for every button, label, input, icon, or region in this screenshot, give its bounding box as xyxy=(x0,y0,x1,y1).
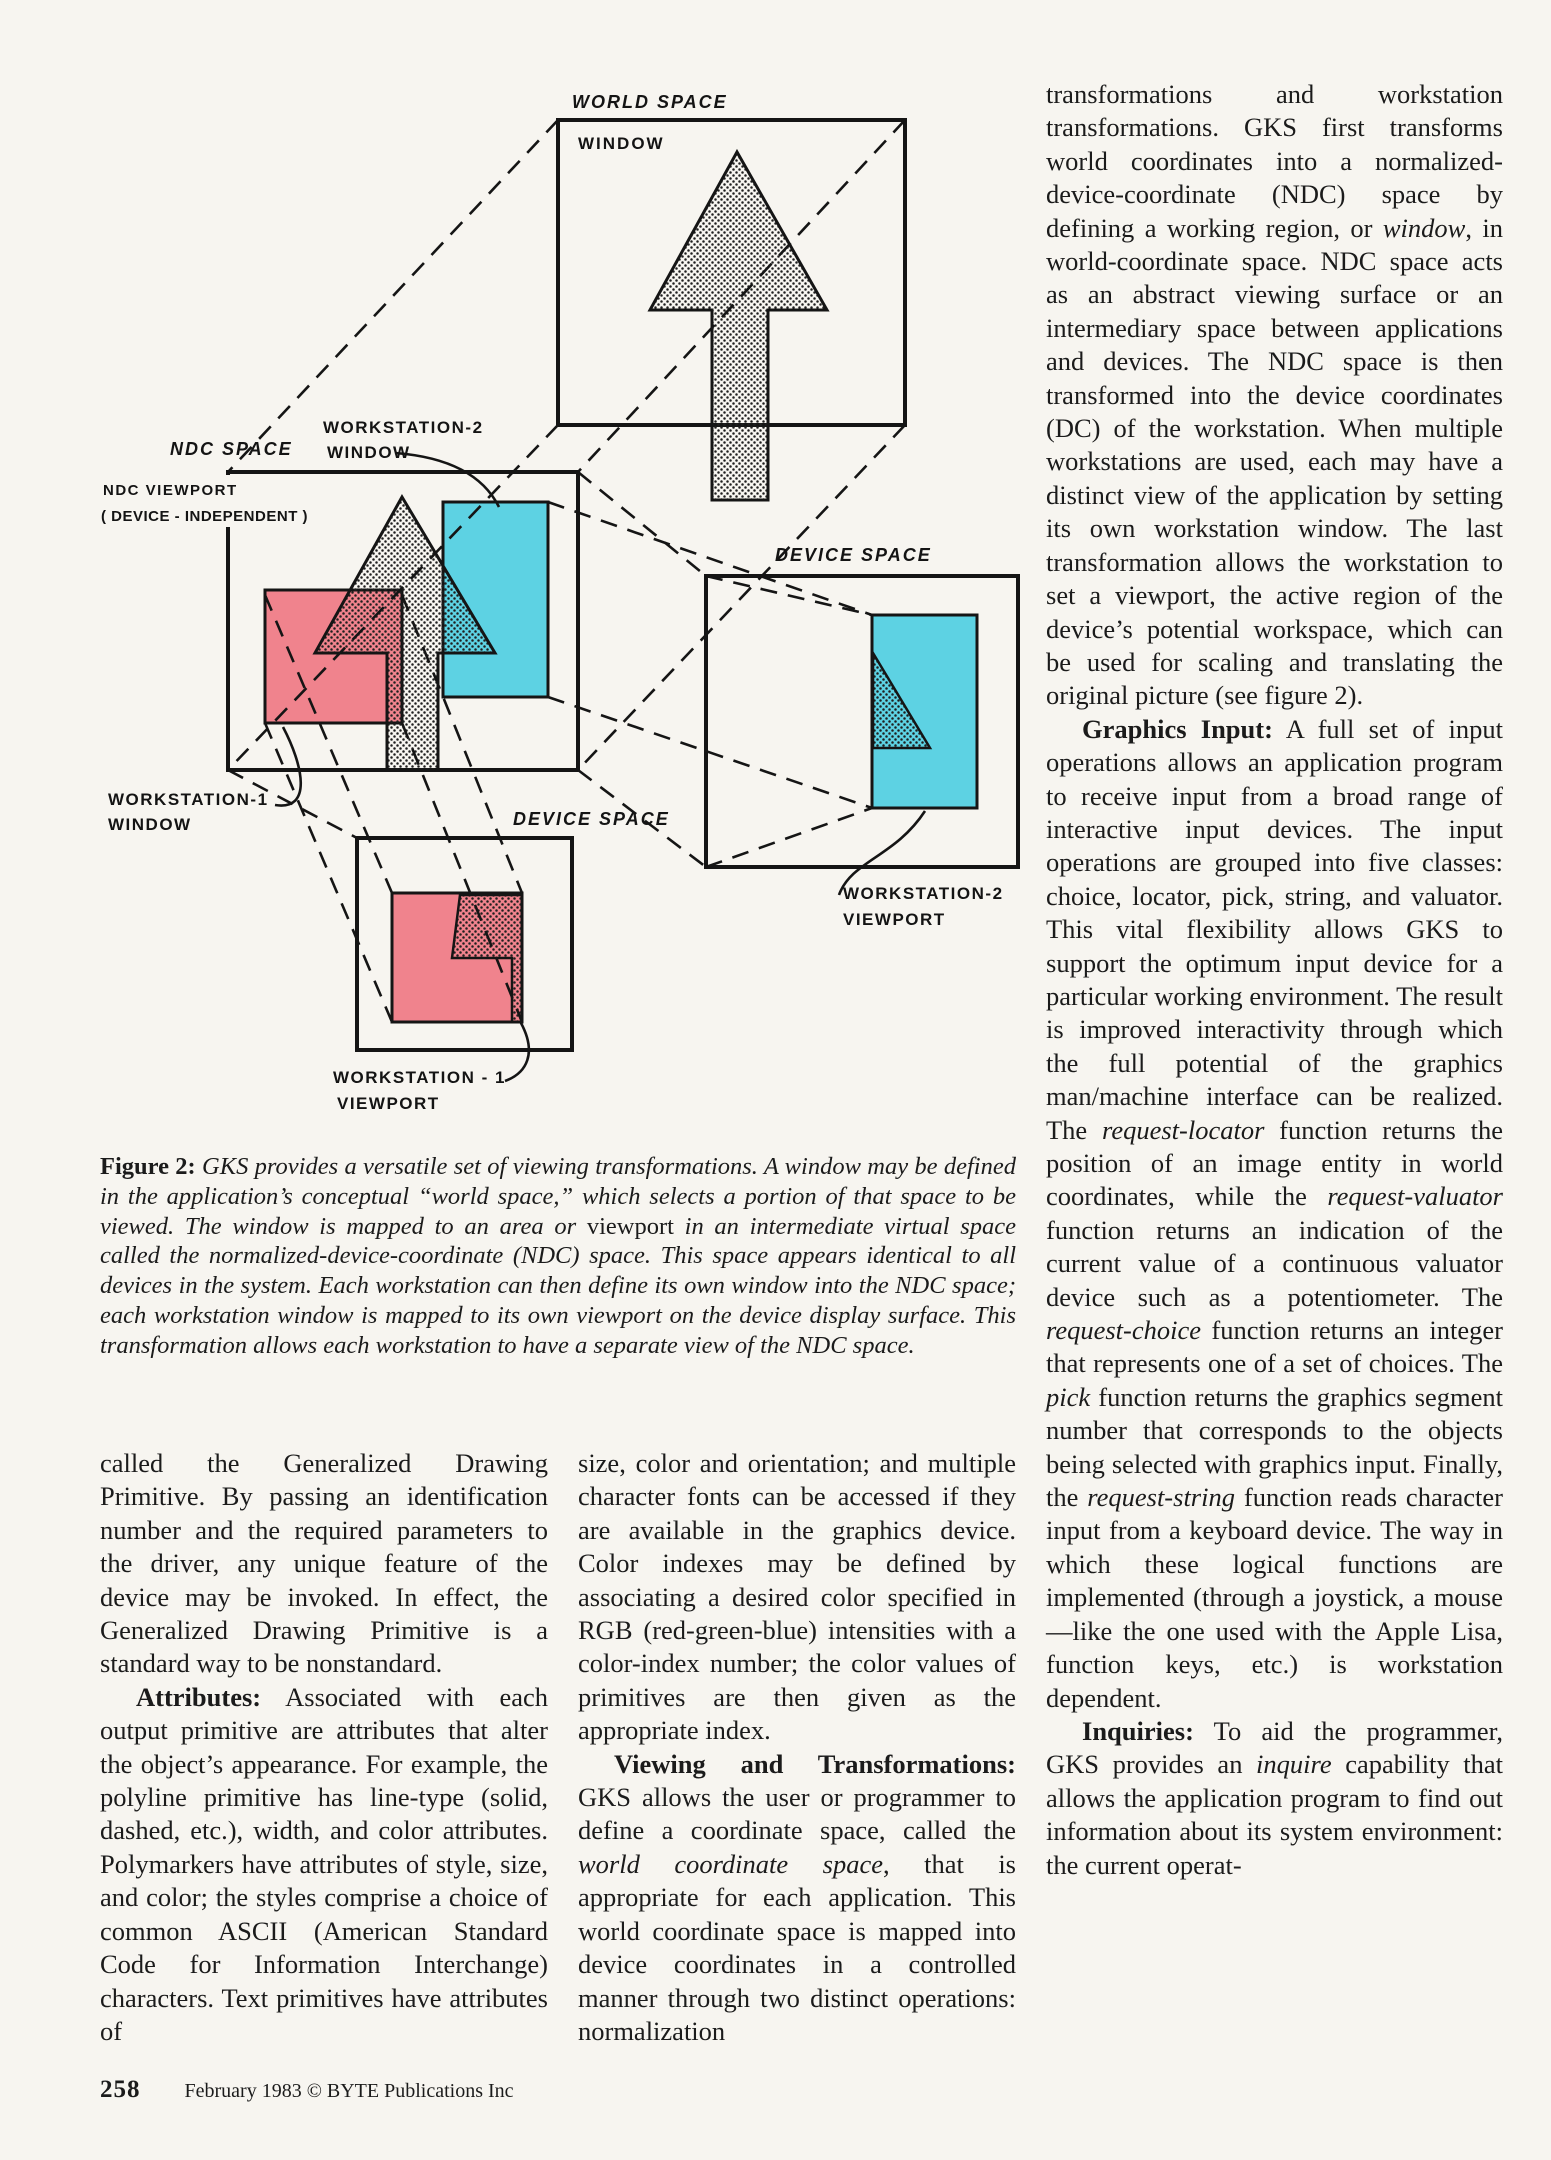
ndc-space-arrow xyxy=(312,493,498,772)
paragraph: Graphics Input: A full set of input oper… xyxy=(1046,713,1503,1715)
text-run: Viewing and Transformations: xyxy=(614,1748,1016,1779)
text-run: function returns the position of an imag… xyxy=(1046,1114,1503,1212)
page-footer: 258 February 1983 © BYTE Publications Inc xyxy=(100,2076,514,2104)
text-run: To aid the programmer, GKS provides an xyxy=(1046,1715,1503,1780)
text-run: GKS provides a versatile set of viewing … xyxy=(100,1153,1016,1240)
ws1-window-label-line2: WINDOW xyxy=(108,815,192,834)
paragraph: size, color and orientation; and multipl… xyxy=(578,1447,1016,1748)
ndc-viewport-label-line2: ( DEVICE - INDEPENDENT ) xyxy=(101,508,308,525)
text-run: GKS allows the user or programmer to def… xyxy=(578,1782,1016,1846)
paragraph: Attributes: Associated with each output … xyxy=(100,1681,548,2048)
world-space-arrow xyxy=(647,148,830,502)
text-run: Associated with each output primitive ar… xyxy=(100,1681,548,2046)
page-number: 258 xyxy=(100,2076,141,2103)
device-space-bottom-label: DEVICE SPACE xyxy=(513,809,670,829)
text-run: request-string xyxy=(1087,1482,1235,1513)
text-run: called the Generalized Drawing Primitive… xyxy=(100,1448,548,1679)
text-run: in an intermediate virtual space called … xyxy=(100,1212,1016,1359)
text-run: , that is appropriate for each applicati… xyxy=(578,1848,1016,2046)
text-run: function returns the graphics segment nu… xyxy=(1046,1381,1503,1513)
text-run: request-choice xyxy=(1046,1315,1202,1346)
device-space-bottom-box xyxy=(355,836,574,1052)
ws2-viewport-label-line2: VIEWPORT xyxy=(843,910,946,929)
text-run: viewport xyxy=(586,1212,674,1240)
text-run: Graphics Input: xyxy=(1082,713,1273,744)
ndc-viewport-label-backing xyxy=(95,475,311,527)
text-run: Inquiries: xyxy=(1082,1715,1194,1746)
ws2-window-leader-line xyxy=(394,451,501,508)
figure-2-diagram: WORLD SPACE WINDOW NDC SPACE NDC VIEWPOR… xyxy=(95,92,1020,1113)
text-run: Attributes: xyxy=(136,1681,262,1712)
text-run: function returns an integer that represe… xyxy=(1046,1315,1503,1379)
figure-caption: Figure 2: GKS provides a versatile set o… xyxy=(100,1152,1016,1361)
ndc-viewport-label-line1: NDC VIEWPORT xyxy=(103,482,238,499)
body-text-right-column: transformations and workstation transfor… xyxy=(1046,78,1503,1882)
text-run: function returns an indication of the cu… xyxy=(1046,1214,1503,1312)
paragraph: called the Generalized Drawing Primitive… xyxy=(100,1447,548,1681)
world-space-label: WORLD SPACE xyxy=(572,92,728,112)
text-run: inquire xyxy=(1256,1749,1332,1780)
text-run: , in world-coordinate space. NDC space a… xyxy=(1046,212,1503,711)
ws1-window-leader-line xyxy=(274,726,303,807)
text-run: pick xyxy=(1046,1381,1091,1412)
ws2-window-label-line1: WORKSTATION-2 xyxy=(323,418,484,437)
ws2-viewport-leader-line xyxy=(837,810,927,896)
paragraph: transformations and workstation transfor… xyxy=(1046,78,1503,713)
text-run: capability that allows the application p… xyxy=(1046,1749,1503,1880)
text-run: size, color and orientation; and multipl… xyxy=(578,1448,1016,1746)
body-text-middle-column: size, color and orientation; and multipl… xyxy=(578,1447,1016,2048)
paragraph: Inquiries: To aid the programmer, GKS pr… xyxy=(1046,1715,1503,1882)
text-run: Figure 2: xyxy=(100,1153,196,1180)
mapping-dashed-lines xyxy=(227,119,906,1023)
footer-credit: February 1983 © BYTE Publications Inc xyxy=(184,2080,514,2102)
ndc-space-label: NDC SPACE xyxy=(170,439,293,459)
text-run: transformations and workstation transfor… xyxy=(1046,79,1503,243)
ws1-viewport-leader-line xyxy=(504,1022,531,1083)
ws1-viewport-label-line1: WORKSTATION - 1 xyxy=(333,1068,506,1087)
text-run: request-valuator xyxy=(1327,1181,1503,1212)
ws1-window-label-line1: WORKSTATION-1 xyxy=(108,790,269,809)
text-run: A full set of input operations allows an… xyxy=(1046,713,1504,1145)
device-space-right-label: DEVICE SPACE xyxy=(775,545,932,565)
world-window-label: WINDOW xyxy=(578,134,665,153)
body-text-left-column: called the Generalized Drawing Primitive… xyxy=(100,1447,548,2048)
ws2-viewport-label-line1: WORKSTATION-2 xyxy=(843,884,1004,903)
text-run: request-locator xyxy=(1101,1114,1265,1145)
text-run: window xyxy=(1382,212,1466,243)
paragraph: Viewing and Transformations: GKS allows … xyxy=(578,1748,1016,2049)
paragraph: Figure 2: GKS provides a versatile set o… xyxy=(100,1152,1016,1361)
viewport-1-clipped-arrow-part xyxy=(450,893,524,1024)
ws2-window-label-line2: WINDOW xyxy=(327,443,411,462)
viewport-2-clipped-arrow-part xyxy=(871,648,933,750)
text-run: function reads character input from a ke… xyxy=(1046,1482,1504,1713)
ws1-viewport-label-line2: VIEWPORT xyxy=(337,1094,440,1113)
text-run: world coordinate space xyxy=(578,1848,883,1879)
